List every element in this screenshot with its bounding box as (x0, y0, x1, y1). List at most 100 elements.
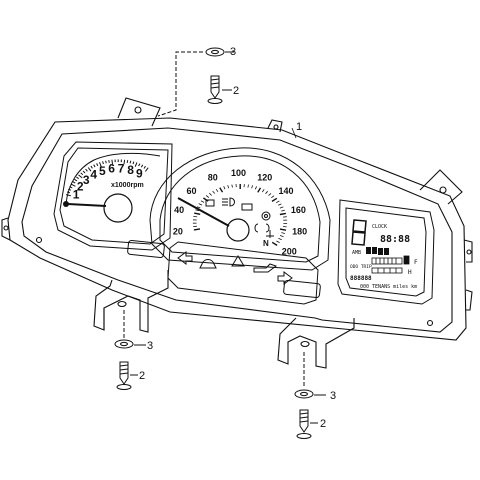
bracket-right (277, 317, 355, 369)
callout-3-right: 3 (330, 390, 336, 402)
tach-number: 6 (108, 162, 115, 176)
battery-icon (241, 203, 253, 211)
lcd-clock-label: CLOCK (372, 224, 387, 230)
tach-tick (66, 191, 71, 194)
mount-tab-top-left (117, 97, 161, 127)
warning-strip-frame (167, 241, 319, 305)
oil-can-icon (253, 263, 278, 273)
speedo-tick (279, 212, 287, 216)
speedo-number: 60 (187, 186, 197, 196)
speedo-tick (251, 185, 253, 189)
lcd-odo-value: 888888 (350, 275, 372, 282)
speedo-tick (219, 187, 224, 193)
speedo-tick (196, 206, 201, 209)
lcd-bezel (337, 199, 435, 305)
speedo-tick (247, 184, 249, 188)
speedo-tick (198, 203, 203, 206)
tach-needle (67, 203, 107, 207)
callout-2-right: 2 (320, 418, 326, 430)
tach-tick (65, 194, 72, 197)
speedo-tick (257, 187, 262, 193)
speedo-tick (271, 195, 275, 199)
speedo-number: 120 (257, 173, 272, 183)
speedo-needle (177, 197, 230, 227)
tach-number: 2 (77, 180, 84, 194)
lcd-clock-value: 88:88 (380, 234, 410, 245)
tach-tick (96, 163, 99, 167)
washer-left (114, 339, 134, 349)
tach-tick (145, 167, 149, 172)
tach-tick (93, 164, 96, 168)
washer-top (205, 47, 225, 57)
tach-tick (70, 183, 76, 187)
mount-tab-top-right (419, 169, 463, 205)
speedo-tick (261, 189, 265, 193)
turn-left-icon (177, 251, 193, 265)
speedo-tick (193, 228, 201, 231)
speedo-tick (212, 190, 216, 194)
oil-icon (199, 259, 217, 269)
tach-number: 3 (83, 173, 90, 187)
tach-tick (78, 174, 83, 179)
tach-number: 9 (136, 167, 143, 181)
speedo-tick (271, 241, 278, 246)
tach-tick (108, 159, 110, 163)
speedo-tick (227, 185, 230, 189)
speedo-face (159, 155, 321, 263)
speedo-face-outer (149, 147, 331, 271)
lcd-temp-gauge (371, 267, 403, 274)
speedo-tick (194, 212, 201, 215)
lcd-gear-digit (351, 219, 367, 246)
lcd-ambient-label: AMB (352, 250, 361, 256)
speedo-number: 100 (231, 168, 246, 178)
left-hardware (114, 310, 146, 390)
lcd-screen (345, 207, 427, 297)
warning-strip (127, 239, 321, 305)
brake-icon (261, 211, 271, 221)
tach-number: 8 (127, 163, 134, 177)
top-hardware (157, 47, 234, 117)
tach-tick (105, 160, 107, 164)
speedo-number: 40 (174, 205, 184, 215)
tach-tick (90, 165, 93, 169)
tach-tick (85, 168, 88, 172)
bezel (21, 127, 453, 333)
bracket-left (93, 270, 169, 333)
speedo-number: 200 (282, 247, 297, 257)
speedo-tick (281, 232, 285, 234)
speedo-tick (271, 197, 278, 202)
tach-tick (143, 165, 146, 169)
speedo-number: 80 (208, 173, 218, 183)
lcd-panel: CLOCK 88:88 AMB F H ODO TRIP 888888 000 … (337, 199, 435, 305)
right-hardware (294, 352, 326, 439)
tach-number: 4 (90, 168, 97, 182)
turn-right-icon (277, 271, 293, 285)
tach-tick (102, 161, 104, 165)
tach-unit-label: x1000rpm (111, 182, 144, 189)
indicator-slot-right (283, 279, 321, 299)
housing-outer (7, 117, 467, 341)
tach-tick (138, 163, 141, 167)
speedo-tick (193, 216, 198, 218)
speedo-number: 180 (292, 227, 307, 237)
tach-tick (132, 161, 135, 165)
callout-3-top: 3 (230, 46, 236, 58)
callout-2-left: 2 (139, 370, 145, 382)
tach-number: 5 (99, 164, 106, 178)
speedo-tick (276, 240, 280, 243)
tach-tick (72, 181, 76, 184)
speedo-tick (279, 206, 284, 209)
speedo-ticks (192, 184, 288, 246)
lcd-odo-label: ODO TRIP (350, 264, 372, 270)
fuel-pump-icon (205, 199, 215, 207)
tach-ticks (65, 159, 149, 197)
tach-tick (68, 188, 72, 191)
callout-2-top: 2 (233, 85, 239, 97)
screw-top (210, 75, 220, 99)
speedo-tick (281, 209, 285, 212)
tach-tick (76, 176, 79, 180)
